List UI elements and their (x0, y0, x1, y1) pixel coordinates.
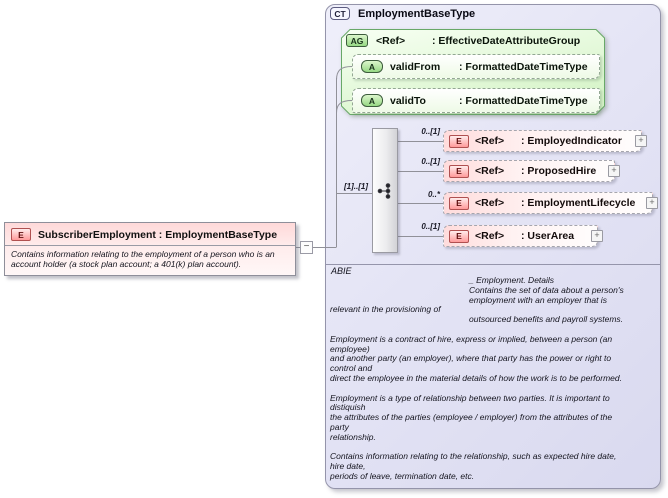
element-type: : EmployedIndicator (521, 135, 622, 147)
expand-toggle-icon[interactable]: + (646, 197, 658, 209)
doc-line: outsourced benefits and payroll systems. (469, 314, 624, 325)
element-row-userarea[interactable]: E <Ref> : UserArea + (443, 225, 603, 247)
cardinality-label: 0..[1] (421, 222, 440, 231)
attribute-badge-icon: A (361, 94, 383, 107)
complex-type-badge-icon: CT (330, 7, 350, 20)
doc-line: distiquish (330, 402, 366, 413)
element-ref-name: <Ref> (475, 230, 505, 242)
expand-toggle-icon[interactable]: + (591, 230, 603, 242)
element-row-employedindicator[interactable]: E <Ref> : EmployedIndicator + (443, 130, 647, 152)
element-type: : EmploymentLifecycle (521, 197, 636, 209)
doc-line: Contains information relating to the rel… (330, 451, 617, 462)
doc-line: control and (330, 363, 373, 374)
abie-section-label: ABIE (331, 266, 352, 276)
doc-line: Employment is a type of relationship bet… (330, 392, 610, 403)
collapse-toggle-icon[interactable]: − (300, 241, 313, 254)
sequence-compositor[interactable] (372, 128, 398, 253)
element-badge-icon: E (449, 229, 469, 243)
cardinality-label: 0..[1] (421, 157, 440, 166)
doc-line: hire date, (330, 461, 366, 472)
doc-line: relevant in the provisioning of (330, 304, 441, 315)
cardinality-label: 0..[1] (421, 127, 440, 136)
cardinality-label: 0..* (427, 190, 440, 199)
ct-header: CT EmploymentBaseType (330, 7, 475, 20)
subscriber-element-title: SubscriberEmployment : EmploymentBaseTyp… (38, 228, 278, 241)
expand-toggle-icon[interactable]: + (608, 165, 620, 177)
element-badge-icon: E (449, 196, 469, 210)
element-row-employmentlifecycle[interactable]: E <Ref> : EmploymentLifecycle + (443, 192, 658, 214)
doc-line: the attributes of the parties (employee … (330, 412, 613, 423)
doc-line: relationship. (330, 431, 376, 442)
attribute-group-type: : EffectiveDateAttributeGroup (432, 34, 581, 47)
attribute-type: : FormattedDateTimeType (459, 94, 588, 107)
element-row-proposedhire[interactable]: E <Ref> : ProposedHire + (443, 160, 620, 182)
attribute-row-validto[interactable]: A validTo : FormattedDateTimeType (352, 88, 600, 113)
abie-documentation: _ Employment. Details Contains the set o… (330, 275, 660, 482)
sequence-icon (377, 182, 391, 199)
doc-line: direct the employee in the material deta… (330, 372, 622, 383)
attribute-name: validTo (390, 94, 426, 107)
subscriber-employment-element-box[interactable]: E SubscriberEmployment : EmploymentBaseT… (4, 222, 296, 276)
attribute-name: validFrom (390, 60, 441, 73)
element-ref-name: <Ref> (475, 197, 505, 209)
element-type: : ProposedHire (521, 165, 597, 177)
doc-line: employee) (330, 343, 370, 354)
element-badge-icon: E (449, 164, 469, 178)
attribute-badge-icon: A (361, 60, 383, 73)
doc-line: party (330, 421, 349, 432)
element-type: : UserArea (521, 230, 575, 242)
element-ref-name: <Ref> (475, 135, 505, 147)
title-divider (5, 245, 295, 246)
expand-toggle-icon[interactable]: + (635, 135, 647, 147)
doc-line: Contains the set of data about a person'… (469, 284, 624, 295)
subscriber-header: E SubscriberEmployment : EmploymentBaseT… (5, 223, 295, 244)
subscriber-element-description: Contains information relating to the emp… (11, 249, 275, 269)
element-badge-icon: E (11, 228, 31, 241)
doc-line: and another party (an employer), where t… (330, 353, 612, 364)
attribute-group-header[interactable]: AG <Ref> : EffectiveDateAttributeGroup (346, 34, 580, 47)
doc-line: Employment is a contract of hire, expres… (330, 333, 613, 344)
abie-divider (326, 264, 660, 265)
sequence-cardinality-label: [1]..[1] (344, 182, 368, 191)
attribute-group-badge-icon: AG (346, 34, 368, 47)
doc-line: employment with an employer that is (469, 294, 607, 305)
ct-title: EmploymentBaseType (358, 7, 476, 20)
attribute-type: : FormattedDateTimeType (459, 60, 588, 73)
doc-line: periods of leave, termination date, etc. (330, 470, 475, 481)
attribute-row-validfrom[interactable]: A validFrom : FormattedDateTimeType (352, 54, 600, 79)
element-ref-name: <Ref> (475, 165, 505, 177)
attribute-group-ref-name: <Ref> (376, 34, 406, 47)
element-badge-icon: E (449, 134, 469, 148)
doc-line: _ Employment. Details (469, 275, 555, 285)
